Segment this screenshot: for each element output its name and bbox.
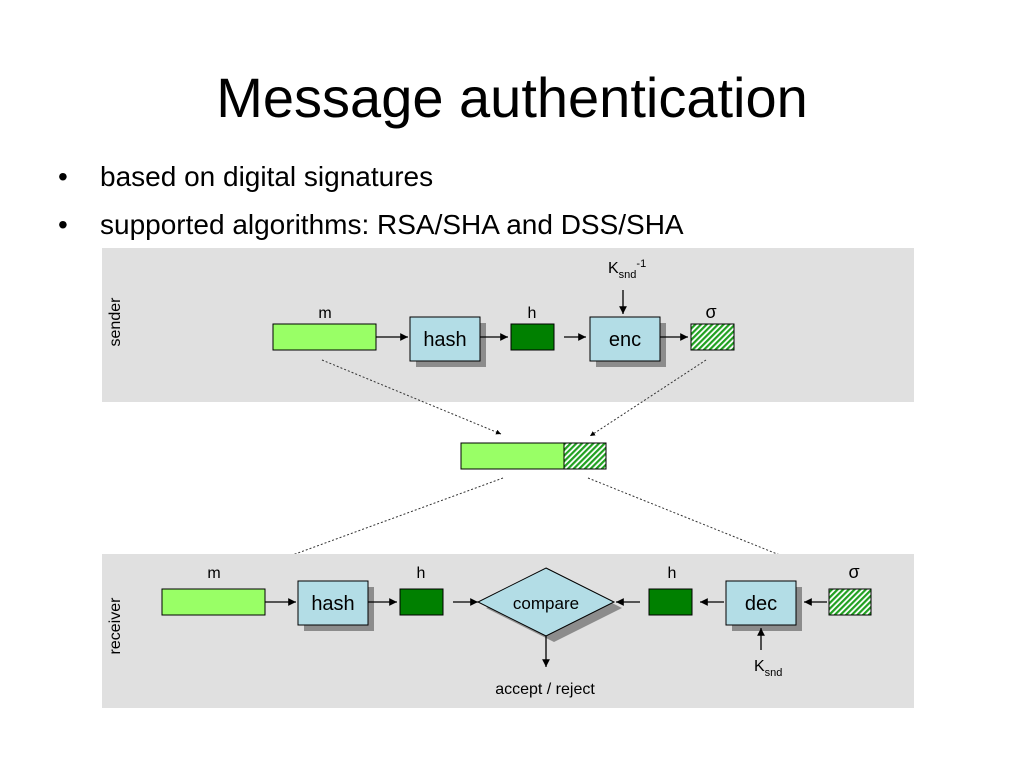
sender-h-label: h	[528, 305, 537, 322]
sender-sigma-label: σ	[705, 302, 716, 322]
receiver-hash-box	[297, 580, 369, 626]
receiver-signature-block	[828, 588, 872, 616]
dotted-arrow-packet-to-sigma	[587, 477, 838, 579]
receiver-sigma-label: σ	[848, 562, 859, 582]
receiver-decrypted-hash	[648, 588, 693, 616]
receiver-computed-hash	[399, 588, 444, 616]
sender-hash-label: hash	[423, 329, 466, 351]
receiver-h2-label: h	[668, 565, 677, 582]
packet-signature-block	[563, 442, 607, 470]
bullet-dot: •	[58, 209, 68, 240]
dotted-arrow-sigma-to-packet	[589, 359, 707, 437]
bullet-item: • supported algorithms: RSA/SHA and DSS/S…	[58, 208, 684, 242]
receiver-h1-label: h	[417, 565, 426, 582]
receiver-label: receiver	[107, 597, 124, 655]
sender-key-label: Ksnd-1	[608, 258, 646, 281]
bullet-text: supported algorithms: RSA/SHA and DSS/SH…	[100, 209, 684, 240]
receiver-dec-box	[725, 580, 797, 626]
sender-m-label: m	[318, 305, 331, 322]
bullet-item: • based on digital signatures	[58, 160, 433, 194]
sender-hash-box	[409, 316, 481, 362]
receiver-message-block	[161, 588, 266, 616]
sender-enc-box	[589, 316, 661, 362]
sender-panel	[102, 248, 914, 402]
receiver-dec-label: dec	[745, 593, 777, 615]
sender-message-block	[272, 323, 377, 351]
sender-hash-value	[510, 323, 555, 351]
receiver-key-label: Ksnd	[754, 658, 782, 679]
receiver-hash-label: hash	[311, 593, 354, 615]
sender-enc-label: enc	[609, 329, 641, 351]
sender-label: sender	[107, 297, 124, 347]
bullet-text: based on digital signatures	[100, 161, 434, 192]
dotted-arrow-m-to-packet	[321, 359, 502, 435]
outcome-label: accept / reject	[495, 681, 595, 698]
sender-signature-block	[690, 323, 735, 351]
slide-title: Message authentication	[216, 66, 808, 129]
packet-message-block	[460, 442, 565, 470]
bullet-dot: •	[58, 161, 68, 192]
compare-label: compare	[513, 594, 579, 613]
receiver-m-label: m	[207, 565, 220, 582]
